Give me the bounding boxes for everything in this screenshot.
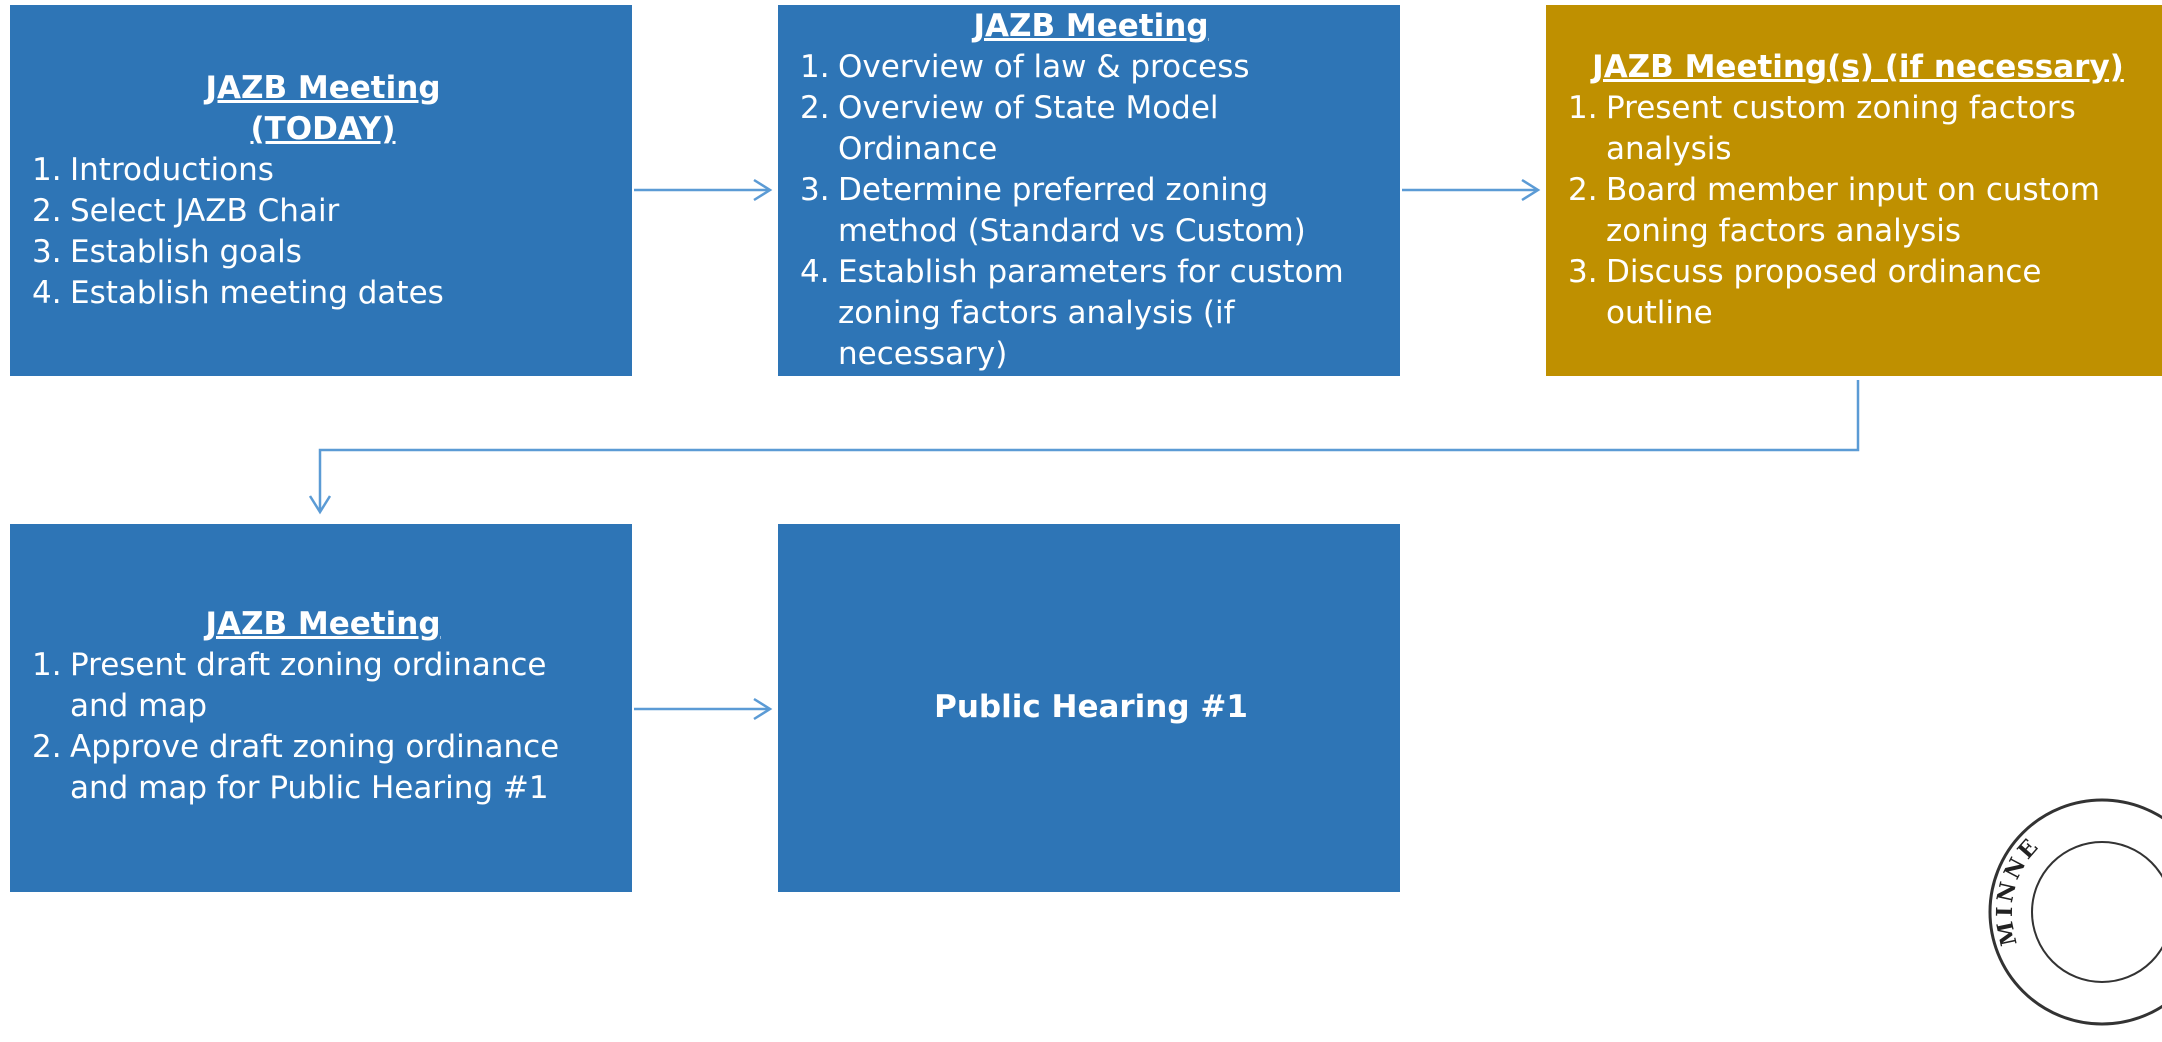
box-title: JAZB Meeting(s) (if necessary) [1568,47,2148,88]
flow-box-1: JAZB Meeting (TODAY) 1.Introductions 2.S… [10,5,632,376]
flow-box-5: Public Hearing #1 [778,524,1400,892]
step-item: 3.Determine preferred zoning method (Sta… [800,172,1306,249]
seal-text: MINNE [1972,829,2082,957]
flow-box-3: JAZB Meeting(s) (if necessary) 1.Present… [1546,5,2162,376]
arrow-box3-to-box4 [308,380,1860,515]
step-list: 1.Present custom zoning factors analysis… [1568,88,2148,334]
box-title: JAZB Meeting [800,6,1382,47]
step-item: 4.Establish meeting dates [32,274,444,311]
box-title-line: Public Hearing #1 [934,689,1248,725]
box-title-line: JAZB Meeting(s) (if necessary) [1592,49,2124,85]
step-item: 2.Approve draft zoning ordinance and map… [32,729,560,806]
box-title-line: (TODAY) [250,110,396,147]
flow-connectors [308,178,1860,721]
box-title: JAZB Meeting [32,604,614,645]
box-title-line: JAZB Meeting [205,69,441,106]
step-list: 1.Overview of law & process 2.Overview o… [800,47,1382,375]
box-title-line: JAZB Meeting [205,606,441,642]
step-list: 1.Introductions 2.Select JAZB Chair 3.Es… [32,150,614,314]
step-item: 4.Establish parameters for custom zoning… [800,254,1344,372]
step-item: 3.Discuss proposed ordinance outline [1568,254,2042,331]
step-list: 1.Present draft zoning ordinance and map… [32,645,614,809]
seal-logo: MINNE [1972,798,2162,1026]
svg-text:MINNE: MINNE [1972,829,2082,957]
step-item: 1.Overview of law & process [800,49,1250,85]
step-item: 2.Overview of State Model Ordinance [800,90,1219,167]
arrow-box1-to-box2 [634,178,773,202]
arrow-box4-to-box5 [634,697,773,721]
box-title: Public Hearing #1 [800,687,1382,728]
step-item: 1.Present draft zoning ordinance and map [32,647,547,724]
box-title: JAZB Meeting (TODAY) [32,68,614,150]
step-item: 1.Introductions [32,151,274,188]
step-item: 2.Select JAZB Chair [32,192,340,229]
box-title-line: JAZB Meeting [973,8,1209,44]
flow-box-2: JAZB Meeting 1.Overview of law & process… [778,5,1400,376]
step-item: 1.Present custom zoning factors analysis [1568,90,2076,167]
arrow-box2-to-box3 [1402,178,1541,202]
flow-box-4: JAZB Meeting 1.Present draft zoning ordi… [10,524,632,892]
step-item: 2.Board member input on custom zoning fa… [1568,172,2101,249]
step-item: 3.Establish goals [32,233,302,270]
